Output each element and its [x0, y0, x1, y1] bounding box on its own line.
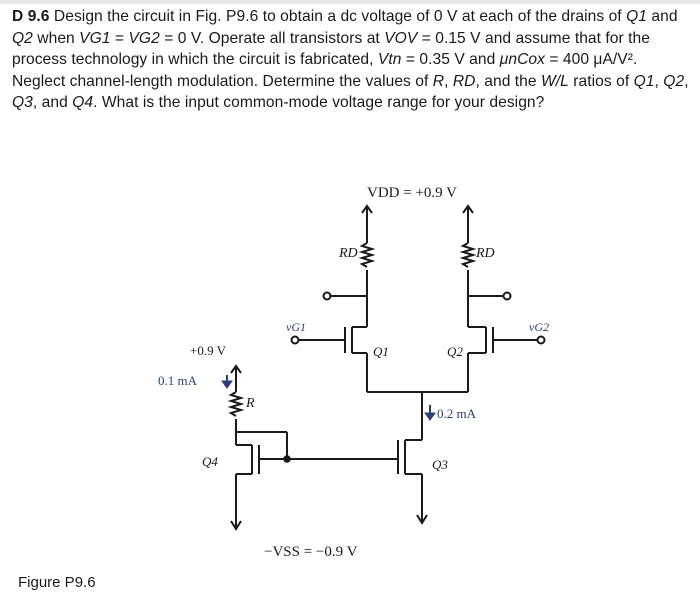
problem-text: What is the input common-mode voltage ra…: [101, 94, 545, 112]
rd-right-label: RD: [475, 246, 495, 261]
output-terminal-right: [502, 291, 512, 301]
vtn-symbol: Vtn: [377, 51, 402, 69]
vg2-label: vG2: [529, 320, 549, 334]
junction-dot: [283, 455, 291, 463]
q4-label: Q4: [202, 454, 218, 469]
rd-left-label: RD: [338, 246, 358, 261]
figure-label: Figure P9.6: [18, 574, 96, 591]
output-terminal-left: [322, 291, 332, 301]
q4-symbol: Q4: [72, 94, 94, 112]
problem-text: = 0.35 V and: [405, 51, 496, 69]
q2-label: Q2: [447, 344, 463, 359]
problem-text: = 400 μA/V².: [549, 51, 638, 69]
iref-arrowhead: [221, 380, 233, 389]
problem-text: and the: [484, 72, 537, 90]
q2-symbol: Q2: [663, 72, 685, 90]
q1-symbol: Q1: [633, 72, 655, 90]
r-resistor: [227, 391, 245, 417]
vss-arrow-right: [416, 514, 428, 525]
r-label: R: [245, 396, 255, 411]
top-strip: [0, 0, 700, 4]
rd-symbol: RD: [452, 72, 476, 90]
itail-label: 0.2 mA: [437, 406, 477, 421]
vg2-symbol: VG2: [128, 29, 160, 47]
rd-right-resistor: [459, 242, 477, 268]
q1-label: Q1: [373, 344, 389, 359]
figure-reference: Fig. P9.6: [195, 8, 259, 25]
iref-label: 0.1 mA: [158, 373, 198, 388]
problem-statement: D 9.6 Design the circuit in Fig. P9.6 to…: [12, 8, 689, 112]
problem-text: = 0.15 V and assume that for the process…: [12, 29, 650, 69]
vg1-symbol: VG1: [79, 29, 111, 47]
rd-left-resistor: [358, 242, 376, 268]
vss-arrow-left: [230, 520, 242, 531]
plus09-label: +0.9 V: [190, 343, 227, 358]
problem-text: and: [651, 8, 678, 25]
q3-label: Q3: [432, 457, 448, 472]
problem-text: Neglect channel-length modulation. Deter…: [12, 72, 429, 90]
problem-text: to obtain a dc voltage of 0 V at each of…: [262, 8, 622, 25]
vdd-arrow-left: [361, 204, 373, 214]
problem-id: D 9.6: [12, 8, 50, 25]
problem-text: ratios of: [573, 72, 630, 90]
vg2-terminal: [536, 335, 546, 345]
vov-symbol: VOV: [384, 29, 418, 47]
itail-arrowhead: [424, 412, 436, 421]
q2-symbol: Q2: [12, 29, 33, 47]
problem-text: Design the circuit in: [53, 8, 192, 25]
vg1-label: vG1: [286, 320, 306, 334]
plus09-arrow: [230, 364, 242, 374]
kn-symbol: μnCox: [499, 51, 545, 69]
r-symbol: R: [432, 72, 445, 90]
q3-symbol: Q3: [12, 94, 33, 112]
problem-text: when: [37, 29, 75, 47]
vg1-terminal: [290, 335, 300, 345]
wl-symbol: W/L: [541, 72, 569, 90]
vdd-arrow-right: [462, 204, 474, 214]
problem-text: = 0 V. Operate all transistors at: [164, 29, 380, 47]
vdd-label: VDD = +0.9 V: [367, 185, 457, 201]
vss-label: −VSS = −0.9 V: [264, 544, 358, 560]
q1-symbol: Q1: [626, 8, 647, 25]
